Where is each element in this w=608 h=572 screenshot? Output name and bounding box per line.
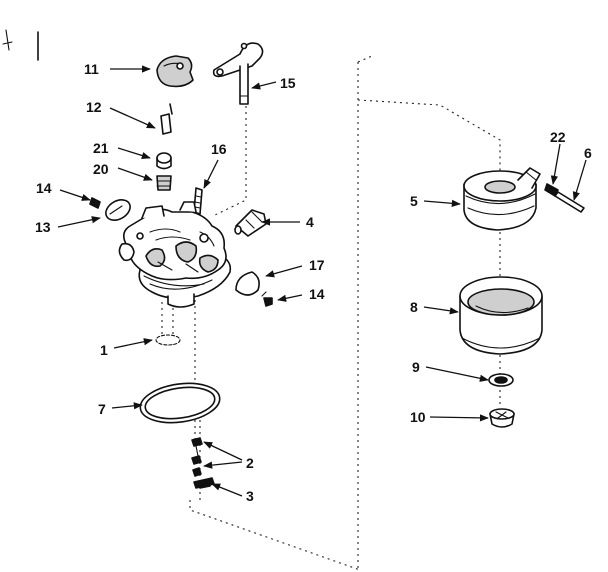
part-20-spring xyxy=(156,175,172,191)
callout-13: 13 xyxy=(35,219,51,235)
part-2-fasteners xyxy=(191,437,203,477)
part-17-welch-plug xyxy=(235,271,260,296)
callout-6: 6 xyxy=(584,145,592,161)
part-14-screw-left xyxy=(89,197,101,209)
callout-4: 4 xyxy=(306,214,314,230)
assembly-lines xyxy=(161,55,501,572)
part-6-hinge-pin xyxy=(554,191,585,213)
carburetor-body xyxy=(118,201,232,308)
callout-15: 15 xyxy=(280,75,296,91)
callout-14: 14 xyxy=(36,180,52,196)
part-8-float-bowl xyxy=(459,276,543,355)
callout-10: 10 xyxy=(410,409,426,425)
callout-2: 2 xyxy=(246,455,254,471)
callout-22: 22 xyxy=(550,129,566,145)
callout-12: 12 xyxy=(86,99,102,115)
part-3-screw xyxy=(193,477,215,489)
part-12-pin xyxy=(160,103,173,135)
part-15-throttle-shaft xyxy=(212,42,264,105)
callout-5: 5 xyxy=(410,193,418,209)
callout-14-right: 14 xyxy=(309,286,325,302)
part-10-bowl-nut xyxy=(489,408,515,428)
callout-3: 3 xyxy=(246,488,254,504)
callout-1: 1 xyxy=(100,342,108,358)
part-4-fuel-inlet xyxy=(234,209,267,237)
callout-21: 21 xyxy=(93,140,109,156)
callout-11: 11 xyxy=(84,61,99,77)
part-7-bowl-gasket xyxy=(139,382,221,424)
leader-lines xyxy=(57,65,587,497)
callout-labels: 11 12 21 20 14 13 16 15 4 17 14 1 7 2 3 … xyxy=(35,61,592,504)
scan-edge-marks xyxy=(2,29,39,61)
part-21-seat xyxy=(156,152,172,170)
part-13-welch-plug xyxy=(105,199,131,221)
callout-8: 8 xyxy=(410,299,418,315)
part-1-o-ring xyxy=(155,334,181,346)
part-5-float xyxy=(463,167,541,231)
callout-7: 7 xyxy=(98,401,106,417)
part-11-throttle-shutter xyxy=(156,55,194,88)
part-14-screw-right xyxy=(261,291,273,307)
part-9-washer xyxy=(488,373,514,387)
callout-20: 20 xyxy=(93,161,109,177)
callout-16: 16 xyxy=(211,141,227,157)
callout-9: 9 xyxy=(412,359,420,375)
callout-17: 17 xyxy=(309,257,325,273)
